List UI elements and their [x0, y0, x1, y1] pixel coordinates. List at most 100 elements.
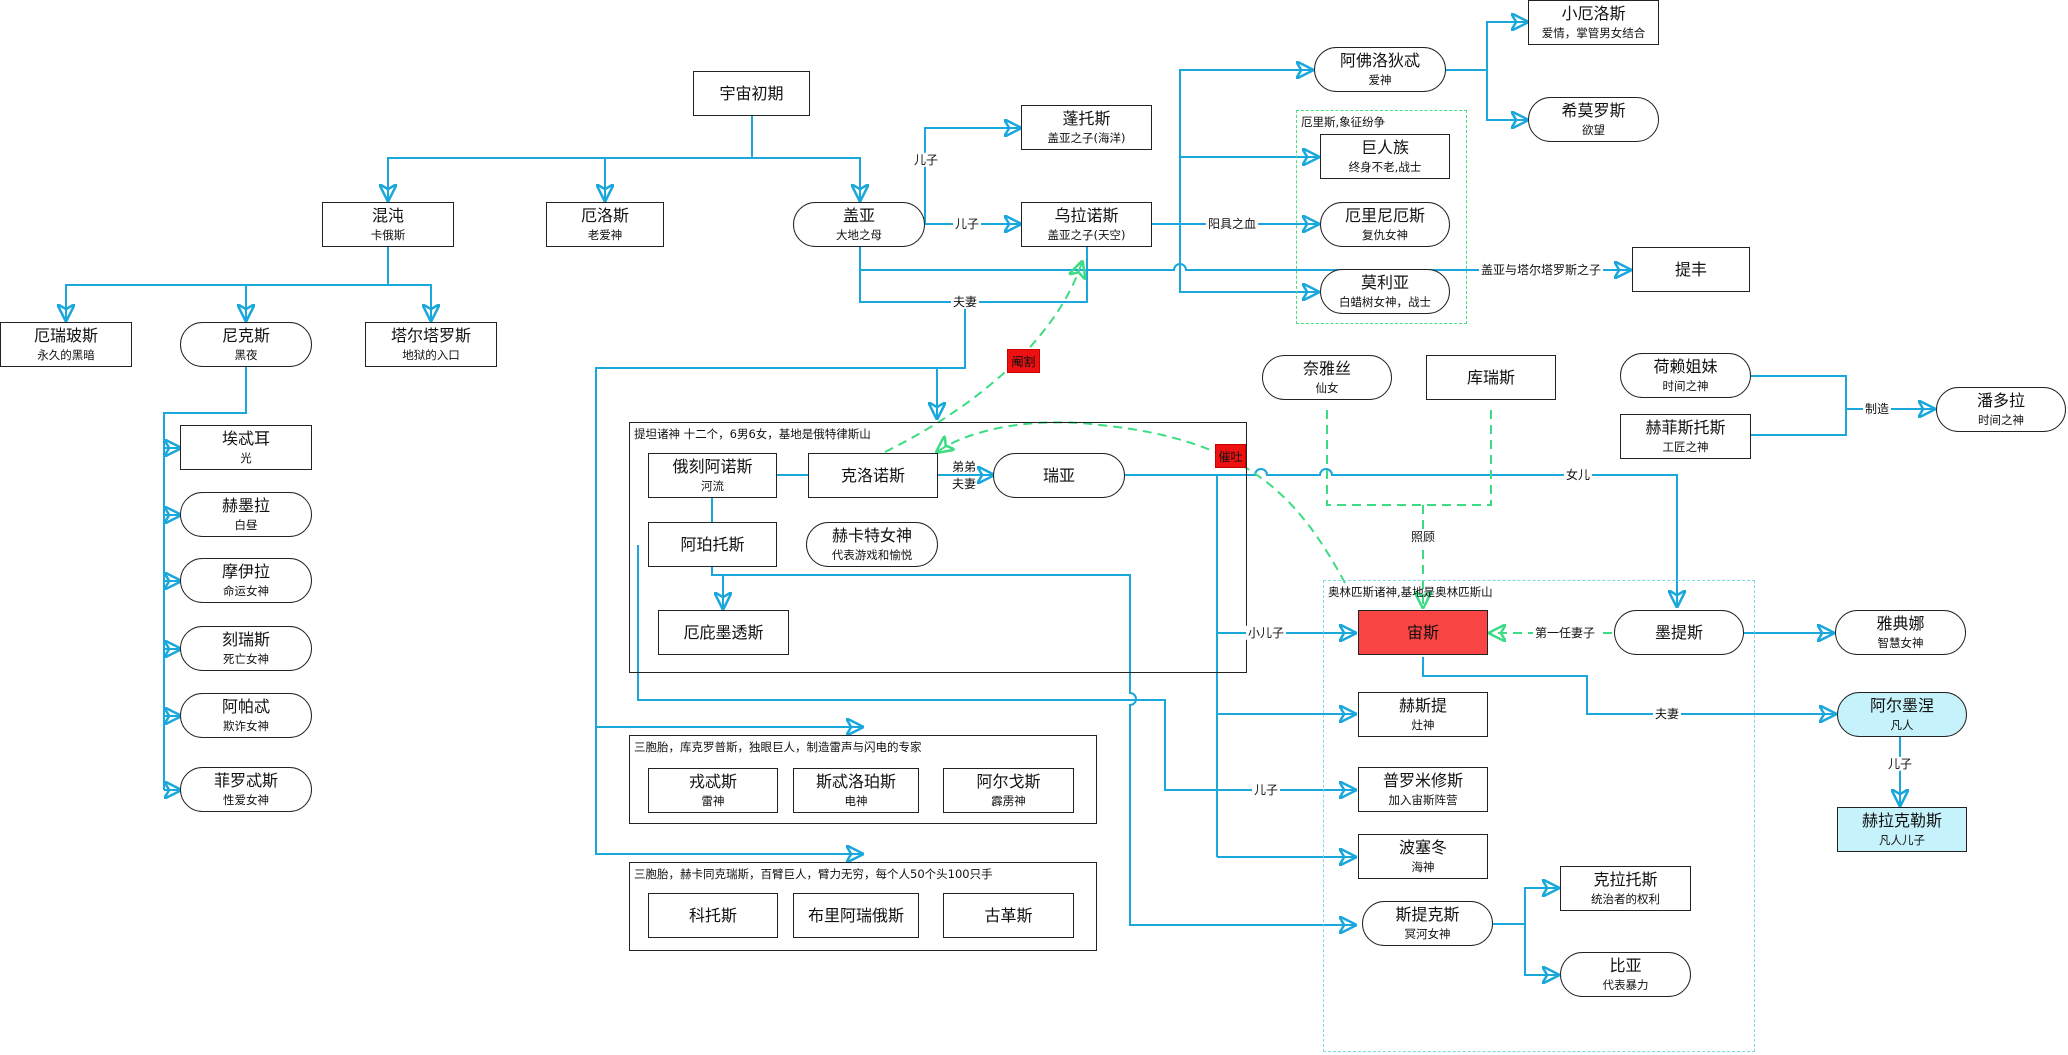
- edge-label-son-heracles: 儿子: [1885, 756, 1915, 772]
- node-brontes-title: 戎忒斯: [688, 772, 737, 792]
- node-alcmene[interactable]: 阿尔墨涅凡人: [1837, 692, 1967, 737]
- edge-label-spouse-zeus-alcmene: 夫妻: [1652, 706, 1682, 722]
- node-kratos-sub: 统治者的权利: [1591, 892, 1660, 907]
- node-rhea-title: 瑞亚: [1042, 465, 1075, 485]
- node-chaos[interactable]: 混沌卡俄斯: [322, 202, 454, 247]
- node-erebus[interactable]: 厄瑞玻斯永久的黑暗: [0, 322, 132, 367]
- node-aphrodite[interactable]: 阿佛洛狄忒爱神: [1314, 47, 1446, 92]
- node-philotes[interactable]: 菲罗忒斯性爱女神: [180, 767, 312, 812]
- node-hecate[interactable]: 赫卡特女神代表游戏和愉悦: [806, 522, 938, 567]
- node-keres[interactable]: 刻瑞斯死亡女神: [180, 626, 312, 671]
- node-hecate-sub: 代表游戏和愉悦: [831, 548, 913, 563]
- node-arges-title: 阿尔戈斯: [976, 772, 1041, 792]
- cyclopes-group-title: 三胞胎，库克罗普斯，独眼巨人，制造雷声与闪电的专家: [634, 740, 922, 754]
- node-aether-sub: 光: [240, 451, 252, 466]
- node-styx-sub: 冥河女神: [1404, 927, 1451, 942]
- node-epimetheus[interactable]: 厄庇墨透斯: [658, 610, 789, 655]
- edge-label-son-pontus: 儿子: [911, 152, 941, 168]
- node-athena[interactable]: 雅典娜智慧女神: [1835, 610, 1966, 655]
- node-kratos-title: 克拉托斯: [1593, 870, 1658, 890]
- node-gaia[interactable]: 盖亚大地之母: [793, 202, 925, 247]
- node-chaos-title: 混沌: [371, 206, 404, 226]
- node-briareus[interactable]: 布里阿瑞俄斯: [793, 893, 919, 938]
- node-tartarus[interactable]: 塔尔塔罗斯地狱的入口: [365, 322, 497, 367]
- node-prometheus[interactable]: 普罗米修斯加入宙斯阵营: [1358, 767, 1488, 812]
- node-pontus[interactable]: 蓬托斯盖亚之子(海洋): [1021, 105, 1152, 150]
- node-brontes-sub: 雷神: [701, 794, 725, 809]
- node-giants[interactable]: 巨人族终身不老,战士: [1320, 134, 1450, 179]
- node-hestia[interactable]: 赫斯提灶神: [1358, 692, 1488, 737]
- olympians-group-title: 奥林匹斯诸神,基地是奥林匹斯山: [1328, 585, 1493, 599]
- hecatoncheires-group: 三胞胎，赫卡同克瑞斯，百臂巨人，臂力无穷，每个人50个头100只手: [629, 862, 1097, 951]
- node-moirai[interactable]: 摩伊拉命运女神: [180, 558, 312, 603]
- node-himeros-sub: 欲望: [1582, 123, 1605, 138]
- node-uranus[interactable]: 乌拉诺斯盖亚之子(天空): [1021, 202, 1152, 247]
- node-horae[interactable]: 荷赖姐妹时间之神: [1620, 353, 1751, 398]
- node-eros-old-title: 厄洛斯: [580, 206, 629, 226]
- node-hephaestus[interactable]: 赫菲斯托斯工匠之神: [1620, 414, 1751, 459]
- node-steropes[interactable]: 斯忒洛珀斯电神: [793, 768, 919, 813]
- node-kouretes[interactable]: 库瑞斯: [1426, 355, 1556, 400]
- node-eros-young[interactable]: 小厄洛斯爱情，掌管男女结合: [1528, 0, 1659, 45]
- node-apate[interactable]: 阿帕忒欺诈女神: [180, 693, 312, 738]
- node-giants-title: 巨人族: [1360, 138, 1409, 158]
- node-uranus-sub: 盖亚之子(天空): [1047, 228, 1126, 243]
- node-heracles[interactable]: 赫拉克勒斯凡人儿子: [1837, 807, 1967, 852]
- edge-label-spouse-gaia-uranus: 夫妻: [950, 294, 980, 310]
- node-uranus-title: 乌拉诺斯: [1054, 206, 1119, 226]
- node-kratos[interactable]: 克拉托斯统治者的权利: [1560, 866, 1691, 911]
- olympians-group: 奥林匹斯诸神,基地是奥林匹斯山: [1323, 580, 1755, 1052]
- node-pontus-title: 蓬托斯: [1062, 109, 1111, 129]
- node-pandora[interactable]: 潘多拉时间之神: [1936, 387, 2066, 432]
- node-poseidon[interactable]: 波塞冬海神: [1358, 834, 1488, 879]
- node-hemera-sub: 白昼: [234, 518, 258, 533]
- node-keres-sub: 死亡女神: [223, 652, 269, 667]
- node-typhon-title: 提丰: [1674, 259, 1707, 279]
- node-metis[interactable]: 墨提斯: [1614, 610, 1744, 655]
- node-aether-title: 埃忒耳: [221, 429, 270, 449]
- node-cosmos[interactable]: 宇宙初期: [693, 71, 810, 116]
- node-iapetus[interactable]: 阿珀托斯: [648, 522, 777, 567]
- node-steropes-title: 斯忒洛珀斯: [815, 772, 896, 792]
- node-pandora-sub: 时间之神: [1978, 413, 2024, 428]
- node-gyges[interactable]: 古革斯: [943, 893, 1074, 938]
- edge-label-daughter: 女儿: [1563, 467, 1593, 483]
- node-rhea[interactable]: 瑞亚: [993, 453, 1125, 498]
- node-typhon[interactable]: 提丰: [1632, 247, 1750, 292]
- node-pandora-title: 潘多拉: [1976, 391, 2025, 411]
- node-zeus[interactable]: 宙斯: [1358, 610, 1488, 655]
- node-nyx[interactable]: 尼克斯黑夜: [180, 322, 312, 367]
- node-bia[interactable]: 比亚代表暴力: [1560, 952, 1691, 997]
- node-erinyes-sub: 复仇女神: [1362, 228, 1408, 243]
- node-eros-young-title: 小厄洛斯: [1561, 4, 1626, 24]
- node-hephaestus-title: 赫菲斯托斯: [1645, 418, 1726, 438]
- edge-label-brother: 弟弟: [951, 459, 977, 474]
- node-apate-title: 阿帕忒: [221, 697, 270, 717]
- node-giants-sub: 终身不老,战士: [1348, 160, 1422, 175]
- castrate-marker: 阉割: [1007, 349, 1040, 373]
- node-hestia-title: 赫斯提: [1398, 696, 1447, 716]
- node-erinyes[interactable]: 厄里尼厄斯复仇女神: [1320, 202, 1450, 247]
- node-naiad[interactable]: 奈雅丝仙女: [1262, 355, 1392, 400]
- node-eros-old[interactable]: 厄洛斯老爱神: [546, 202, 664, 247]
- node-hemera[interactable]: 赫墨拉白昼: [180, 492, 312, 537]
- node-bia-sub: 代表暴力: [1602, 978, 1649, 993]
- edge-label-care: 照顾: [1408, 529, 1438, 545]
- node-himeros[interactable]: 希莫罗斯欲望: [1528, 97, 1659, 142]
- node-himeros-title: 希莫罗斯: [1561, 101, 1626, 121]
- node-moirai-title: 摩伊拉: [221, 562, 270, 582]
- node-meliae[interactable]: 莫利亚白蜡树女神，战士: [1320, 269, 1450, 314]
- node-cronus[interactable]: 克洛诺斯: [808, 453, 938, 498]
- node-heracles-sub: 凡人儿子: [1879, 833, 1925, 848]
- node-aether[interactable]: 埃忒耳光: [180, 425, 312, 470]
- node-cottus[interactable]: 科托斯: [648, 893, 778, 938]
- node-heracles-title: 赫拉克勒斯: [1861, 811, 1942, 831]
- edge-label-typhon: 盖亚与塔尔塔罗斯之子: [1478, 262, 1604, 278]
- node-styx[interactable]: 斯提克斯冥河女神: [1362, 901, 1493, 946]
- node-oceanus[interactable]: 俄刻阿诺斯河流: [648, 453, 777, 498]
- node-brontes[interactable]: 戎忒斯雷神: [648, 768, 778, 813]
- node-meliae-sub: 白蜡树女神，战士: [1339, 295, 1431, 310]
- node-prometheus-title: 普罗米修斯: [1382, 771, 1463, 791]
- node-oceanus-sub: 河流: [701, 479, 724, 494]
- node-arges[interactable]: 阿尔戈斯霹雳神: [943, 768, 1074, 813]
